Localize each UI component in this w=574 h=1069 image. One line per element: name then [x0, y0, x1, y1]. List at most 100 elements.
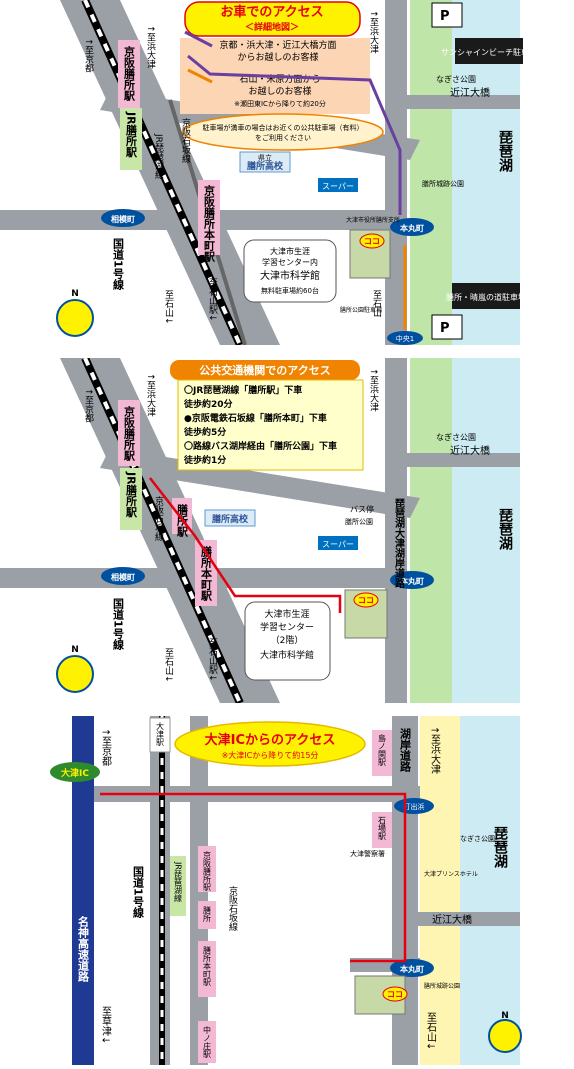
info-line-2: 徒歩約20分 — [183, 398, 233, 410]
koko-marker — [359, 233, 385, 249]
ishiba-station: 石場駅 — [378, 816, 387, 841]
honmachi-station: 京阪膳所本町駅 — [203, 184, 217, 263]
compass-icon — [56, 655, 94, 693]
legend-purple: 京都・浜大津・近江大橋方面 — [219, 39, 336, 51]
zeze-park-lot-label: 膳所公園駐車場 — [340, 306, 382, 314]
center-line-2: 学習センター — [260, 621, 314, 633]
koko-marker — [353, 592, 379, 608]
transport-info-box — [177, 379, 364, 471]
bus-stop-label: バス停 — [350, 504, 374, 514]
omi-bridge-label: 近江大橋 — [450, 86, 490, 99]
center-line-4: 大津市科学館 — [260, 649, 314, 661]
compass-icon — [56, 299, 94, 337]
to-ishiyama-eki: 至石山駅↓ — [207, 278, 218, 322]
center-line-1: 大津市生涯 — [264, 608, 309, 620]
parking-icon-bottom — [431, 314, 463, 340]
honmaru-intersection: 本丸町 — [399, 964, 424, 974]
biwako-label: 琵琶湖 — [497, 130, 513, 173]
center-line-2: 学習センター内 — [262, 257, 318, 267]
kokudo-label: 国道1号線 — [112, 598, 125, 651]
info-line-4: 徒歩約5分 — [183, 426, 226, 438]
to-ishiyama-eki: 至石山駅↓ — [207, 638, 218, 682]
jr-zeze-station: JR膳所駅 — [125, 471, 139, 518]
super-label: スーパー — [322, 540, 354, 549]
center-line-1: 大津市生涯 — [270, 246, 310, 256]
public-transport-map: 公共交通機関でのアクセス 〇JR琵琶湖線「膳所駅」下車 徒歩約20分 ●京阪電鉄… — [0, 356, 574, 705]
chunosho-station: 中ノ庄駅 — [203, 1025, 212, 1059]
ishizaka-line-label: 京阪石坂線 — [180, 117, 191, 163]
keihan-zeze-station: 京阪膳所駅 — [123, 45, 137, 102]
compass-icon — [488, 1019, 522, 1053]
to-ishiyama-right: 至石山 — [371, 290, 382, 317]
lakeshore-road-label: 琵琶湖大津湖岸道路 — [393, 498, 405, 589]
svg-text:N: N — [71, 645, 79, 655]
to-ishiyama-left: 至石山↓ — [163, 290, 174, 325]
kokudo-label: 国道1号線 — [132, 866, 145, 919]
city-office-label: 大津市役所膳所支所 — [346, 216, 400, 224]
school-label: 膳所高校 — [247, 160, 284, 172]
omi-bridge-label: 近江大橋 — [432, 913, 472, 926]
nagisa-park-label: なぎさ公園 — [460, 834, 495, 843]
info-line-6: 徒歩約1分 — [183, 454, 226, 466]
svg-text:P: P — [440, 9, 450, 24]
expressway-label: 名神高速道路 — [77, 915, 90, 983]
uchidehama-intersection: 打出浜 — [404, 802, 425, 811]
otsu-ic-subtitle: ※大津ICから降りて約15分 — [222, 750, 319, 760]
car-access-subtitle: ＜詳細地図＞ — [245, 21, 299, 33]
koko-label: ココ — [358, 596, 374, 605]
honmaru-intersection: 本丸町 — [399, 223, 424, 233]
koko-label: ココ — [364, 237, 380, 246]
zeze-label: 膳所 — [203, 905, 212, 923]
ishizaka-line-label: 京阪石坂線 — [227, 885, 238, 931]
car-access-title: お車でのアクセス — [220, 4, 323, 20]
legend-orange-2: お越しのお客様 — [248, 85, 311, 97]
to-hamaotsu-right-label: ↑至浜大津 — [368, 368, 379, 412]
car-access-map: お車でのアクセス ＜詳細地図＞ 京都・浜大津・近江大橋方面 からお越しのお客様 … — [0, 0, 574, 347]
orange-arrow-legend — [187, 68, 213, 84]
parking-icon-top — [431, 2, 463, 28]
info-line-3: ●京阪電鉄石坂線「膳所本町」下車 — [184, 412, 327, 424]
honmachi-station: 膳所本町駅 — [203, 945, 212, 987]
to-ishiyama-left: 至石山↓ — [163, 648, 174, 683]
prince-hotel-label: 大津プリンスホテル — [424, 870, 478, 878]
biwako-label: 琵琶湖 — [492, 826, 508, 869]
otsu-ic-title: 大津ICからのアクセス — [205, 732, 336, 748]
otsu-ic-map-svg: 名神高速道路 大津ICからのアクセス ※大津ICから降りて約15分 ↑至京都 大… — [0, 716, 574, 1065]
to-hamaotsu-label: ↑至浜大津 — [145, 373, 156, 417]
svg-text:P: P — [440, 321, 450, 336]
public-transport-title: 公共交通機関でのアクセス — [199, 363, 330, 377]
public-transport-map-svg: 公共交通機関でのアクセス 〇JR琵琶湖線「膳所駅」下車 徒歩約20分 ●京阪電鉄… — [0, 356, 574, 705]
to-kyoto-label: ↑至京都 — [83, 38, 94, 73]
to-hamaotsu-right-label: ↑至浜大津 — [368, 10, 379, 54]
otsu-ic-label: 大津IC — [61, 767, 89, 779]
walking-route — [149, 477, 342, 613]
omi-bridge-label: 近江大橋 — [450, 444, 490, 457]
to-ishiyama-label: 至石山↓ — [425, 1012, 437, 1051]
parking-note-bubble — [182, 113, 384, 151]
center-line-4: 無料駐車場約60台 — [261, 286, 319, 295]
shimamonzeki-station: 島ノ関駅 — [378, 733, 387, 767]
purple-route — [187, 54, 402, 215]
koko-label: ココ — [387, 990, 403, 999]
otsu-ic-access-map: 名神高速道路 大津ICからのアクセス ※大津ICから降りて約15分 ↑至京都 大… — [0, 716, 574, 1065]
sunshine-parking: サンシャインビーチ駐車場 — [441, 47, 537, 57]
jr-line-label: JR琵琶湖線 — [153, 133, 164, 179]
honmaru-intersection: 本丸町 — [399, 576, 424, 586]
parking-note-2: をご利用ください — [255, 133, 311, 142]
to-hamaotsu-label: ↑至浜大津 — [145, 25, 156, 69]
nagisa-park-label: なぎさ公園 — [436, 74, 476, 84]
parking-note: 駐車場が満車の場合はお近くの公共駐車場（有料） — [203, 123, 364, 132]
legend-orange-note: ※瀬田東ICから降りて約20分 — [234, 99, 326, 108]
legend-purple-2: からお越しのお客様 — [237, 51, 318, 63]
info-line-5: 〇路線バス湖岸経由「膳所公園」下車 — [184, 440, 337, 452]
center-line-3: （2階） — [271, 635, 304, 646]
svg-text:N: N — [501, 1011, 509, 1021]
school-small-label: 県立 — [258, 153, 272, 162]
aioi-intersection: 相模町 — [111, 572, 135, 582]
center-line-3: 大津市科学館 — [260, 269, 320, 282]
jr-railway — [81, 0, 244, 347]
zeze-seiran-parking: 膳所・晴嵐の道駐車場 — [446, 292, 526, 302]
super-label: スーパー — [322, 182, 354, 191]
ishizaka-line-label: 京阪石坂線 — [153, 495, 164, 541]
aioi-intersection: 相模町 — [111, 214, 135, 224]
